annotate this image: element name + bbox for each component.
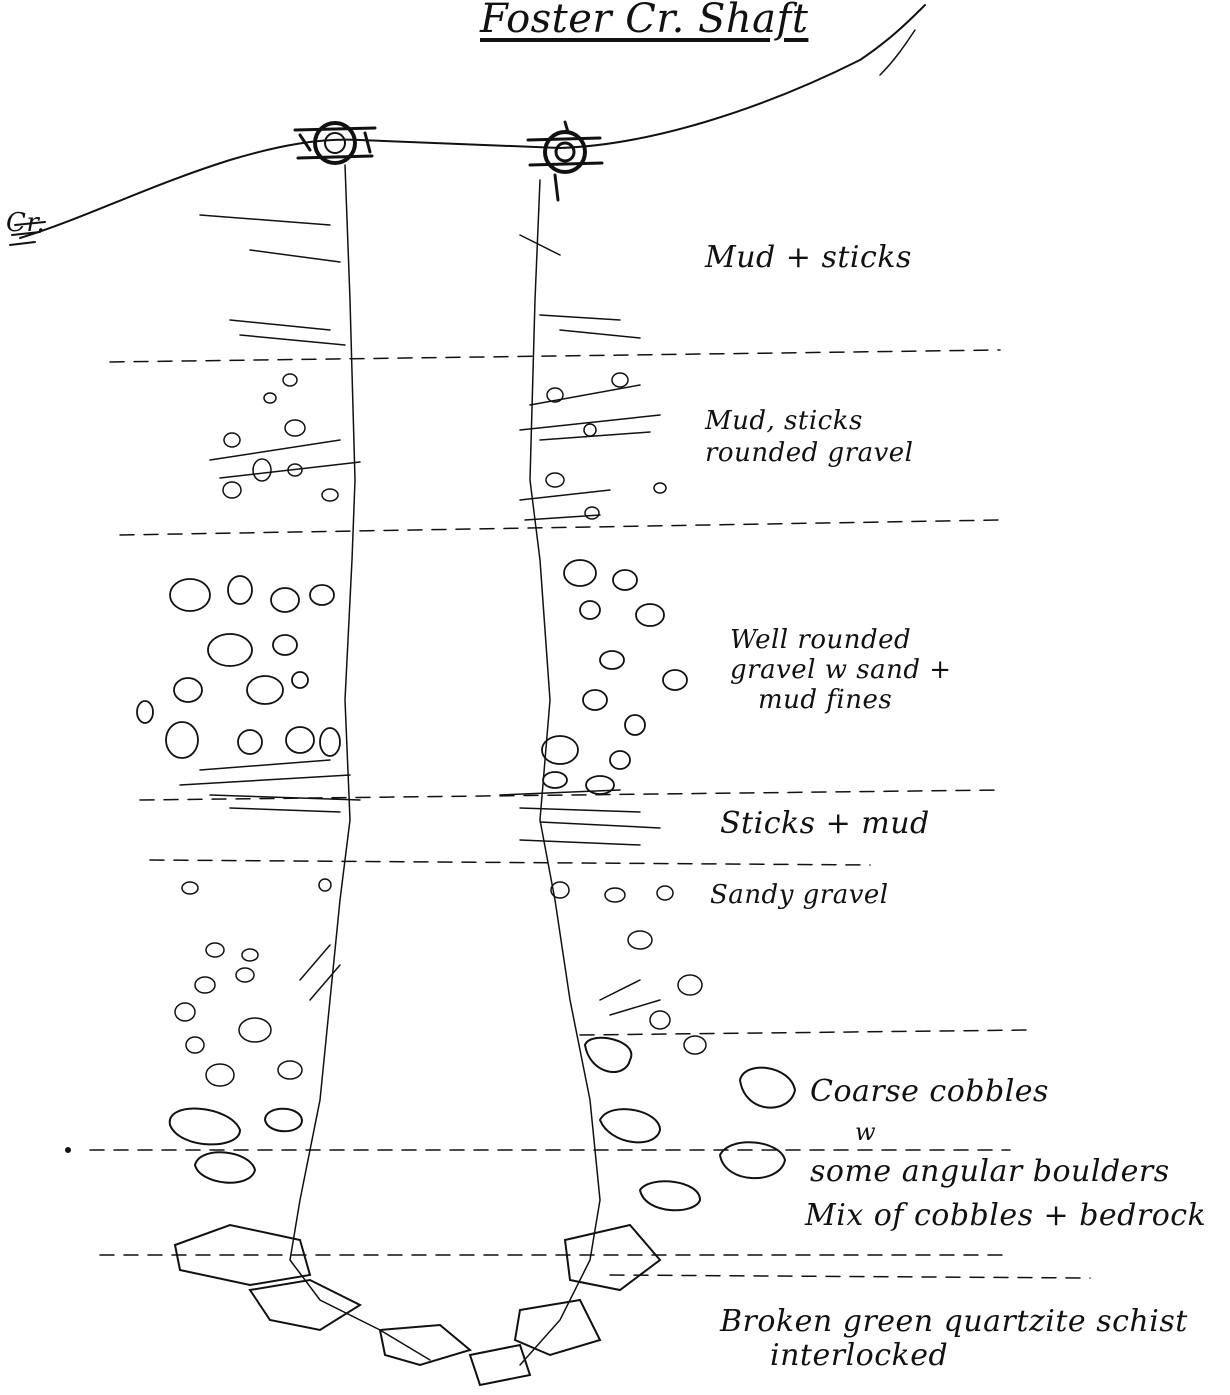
layer-label-line: Mud, sticks: [705, 405, 913, 437]
layer-label-mud-sticks-gravel: Mud, sticks rounded gravel: [705, 405, 913, 469]
layer-label-line: interlocked: [720, 1339, 1188, 1373]
layer-label-line: rounded gravel: [705, 437, 913, 469]
corner-mark: Cr.: [6, 208, 45, 238]
layer-label-line: Broken green quartzite schist: [720, 1305, 1188, 1339]
left-collar: [295, 123, 375, 163]
layer-label-line: w: [810, 1112, 1170, 1152]
layer-label-sandy-gravel: Sandy gravel: [710, 880, 889, 910]
ground-surface-line-2: [880, 30, 915, 75]
sketch-title: Foster Cr. Shaft: [480, 0, 808, 42]
layer-label-line: some angular boulders: [810, 1152, 1170, 1192]
layer-label-bedrock: Broken green quartzite schist interlocke…: [720, 1305, 1188, 1373]
layer-label-mud-sticks: Mud + sticks: [705, 240, 912, 275]
layer-label-line: Well rounded: [730, 625, 952, 655]
layer-label-mix: Mix of cobbles + bedrock: [805, 1198, 1206, 1233]
shaft-left-wall: [290, 165, 430, 1360]
layer-label-line: gravel w sand +: [730, 655, 952, 685]
layer-label-line: Coarse cobbles: [810, 1072, 1170, 1112]
layer-label-coarse-cobbles: Coarse cobbles w some angular boulders: [810, 1072, 1170, 1192]
layer-label-well-rounded: Well rounded gravel w sand + mud fines: [730, 625, 952, 715]
layer-label-line: mud fines: [730, 685, 952, 715]
layer-label-sticks-mud: Sticks + mud: [720, 806, 930, 841]
